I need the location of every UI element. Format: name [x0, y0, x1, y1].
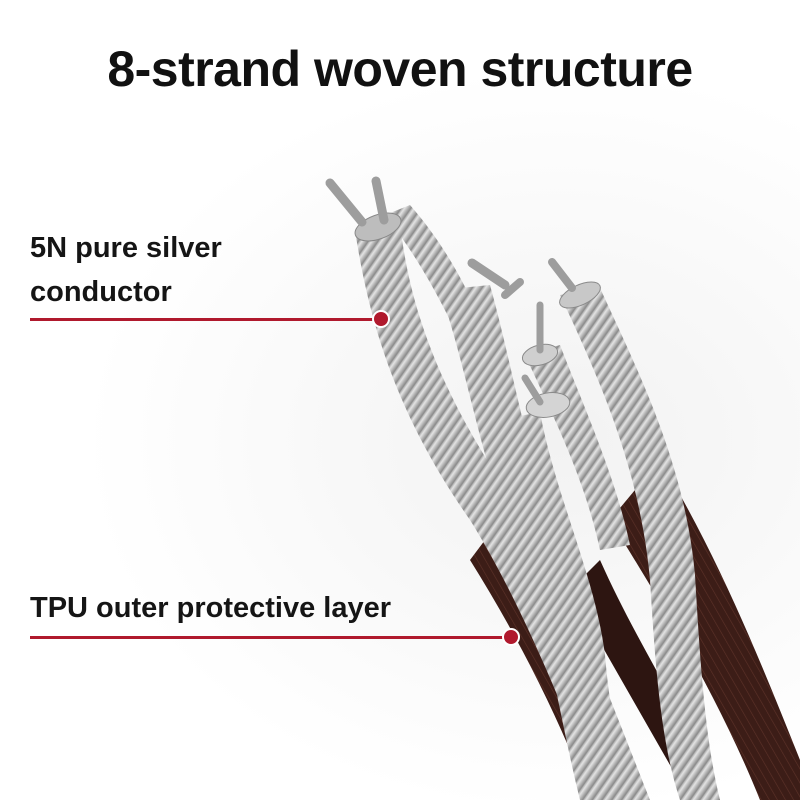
conductor-leader-line [30, 318, 382, 321]
silver-conductor-strands [354, 205, 720, 800]
conductor-tips [325, 176, 576, 406]
conductor-label-line1: 5N pure silver [30, 232, 222, 264]
tpu-layer-label: TPU outer protective layer [30, 592, 391, 624]
tpu-marker-dot [502, 628, 520, 646]
page-title: 8-strand woven structure [107, 41, 693, 97]
tpu-leader-line [30, 636, 512, 639]
conductor-label-line2: conductor [30, 276, 172, 308]
conductor-label: 5N pure silver conductor [30, 226, 330, 314]
conductor-marker-dot [372, 310, 390, 328]
